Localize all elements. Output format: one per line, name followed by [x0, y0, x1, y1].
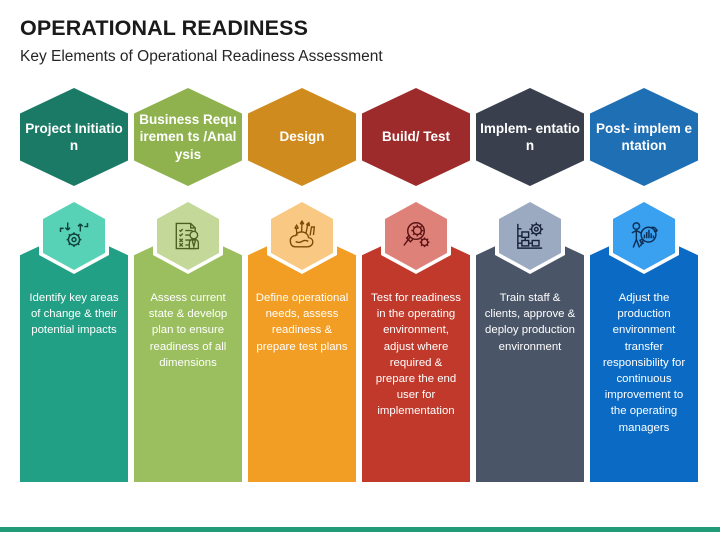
stage-column-business-requirements-analysis[interactable]: Business Requiremen ts /Analysis Assess …	[134, 0, 242, 500]
stage-icon-hexagon	[495, 198, 565, 274]
gear-change-arrows-icon	[59, 222, 89, 247]
stage-heading-label: Project Initiation	[25, 120, 123, 153]
stage-column-implementation[interactable]: Implem- entation Train staff & clients, …	[476, 0, 584, 500]
stage-hexagon-header[interactable]: Project Initiation	[20, 88, 128, 186]
icon-hexagon-fill	[271, 202, 333, 270]
stage-body-text: Assess current state & develop plan to e…	[148, 292, 228, 369]
stage-heading-label: Design	[279, 129, 325, 145]
stage-body-text: Identify key areas of change & their pot…	[29, 292, 119, 337]
stage-icon-hexagon	[39, 198, 109, 274]
design-tools-cup-icon	[289, 219, 316, 248]
magnifier-gear-icon	[403, 222, 430, 248]
stage-body-bar[interactable]: Define operational needs, assess readine…	[248, 230, 356, 482]
stage-icon-hexagon	[381, 198, 451, 274]
stage-body-text: Test for readiness in the operating envi…	[371, 292, 461, 418]
stage-hexagon-header[interactable]: Post- implem entation	[590, 88, 698, 186]
stage-hexagon-header[interactable]: Build/ Test	[362, 88, 470, 186]
checklist-person-icon	[175, 222, 200, 250]
flowchart-gear-icon	[517, 222, 544, 249]
page-title: OPERATIONAL READINESS	[20, 16, 309, 40]
stage-icon-hexagon	[153, 198, 223, 274]
stage-hexagon-header[interactable]: Business Requiremen ts /Analysis	[134, 88, 242, 186]
stage-hexagon-header[interactable]: Implem- entation	[476, 88, 584, 186]
person-chart-magnifier-icon	[631, 222, 658, 248]
stage-heading-label: Post- implem entation	[595, 120, 693, 153]
stage-heading-label: Business Requiremen ts /Analysis	[139, 112, 237, 162]
stage-column-build-test[interactable]: Build/ Test Test for readiness in the op…	[362, 0, 470, 500]
stage-body-text: Train staff & clients, approve & deploy …	[484, 292, 576, 353]
stage-heading-label: Build/ Test	[381, 129, 450, 145]
page-subtitle: Key Elements of Operational Readiness As…	[20, 48, 383, 65]
stage-icon-hexagon	[267, 198, 337, 274]
stage-column-post-implementation[interactable]: Post- implem entation Adjust the product…	[590, 0, 698, 500]
stage-heading-label: Implem- entation	[480, 120, 580, 153]
stage-body-text: Adjust the production environment transf…	[602, 292, 686, 434]
stage-body-text: Define operational needs, assess readine…	[255, 292, 349, 353]
stage-column-project-initiation[interactable]: Project Initiation Identify key areas of…	[20, 0, 128, 500]
icon-hexagon-fill	[385, 202, 447, 270]
stage-hexagon-header[interactable]: Design	[248, 88, 356, 186]
stage-column-design[interactable]: Design Define operational needs, assess …	[248, 0, 356, 500]
stage-icon-hexagon	[609, 198, 679, 274]
footer-accent-rule	[0, 527, 720, 532]
